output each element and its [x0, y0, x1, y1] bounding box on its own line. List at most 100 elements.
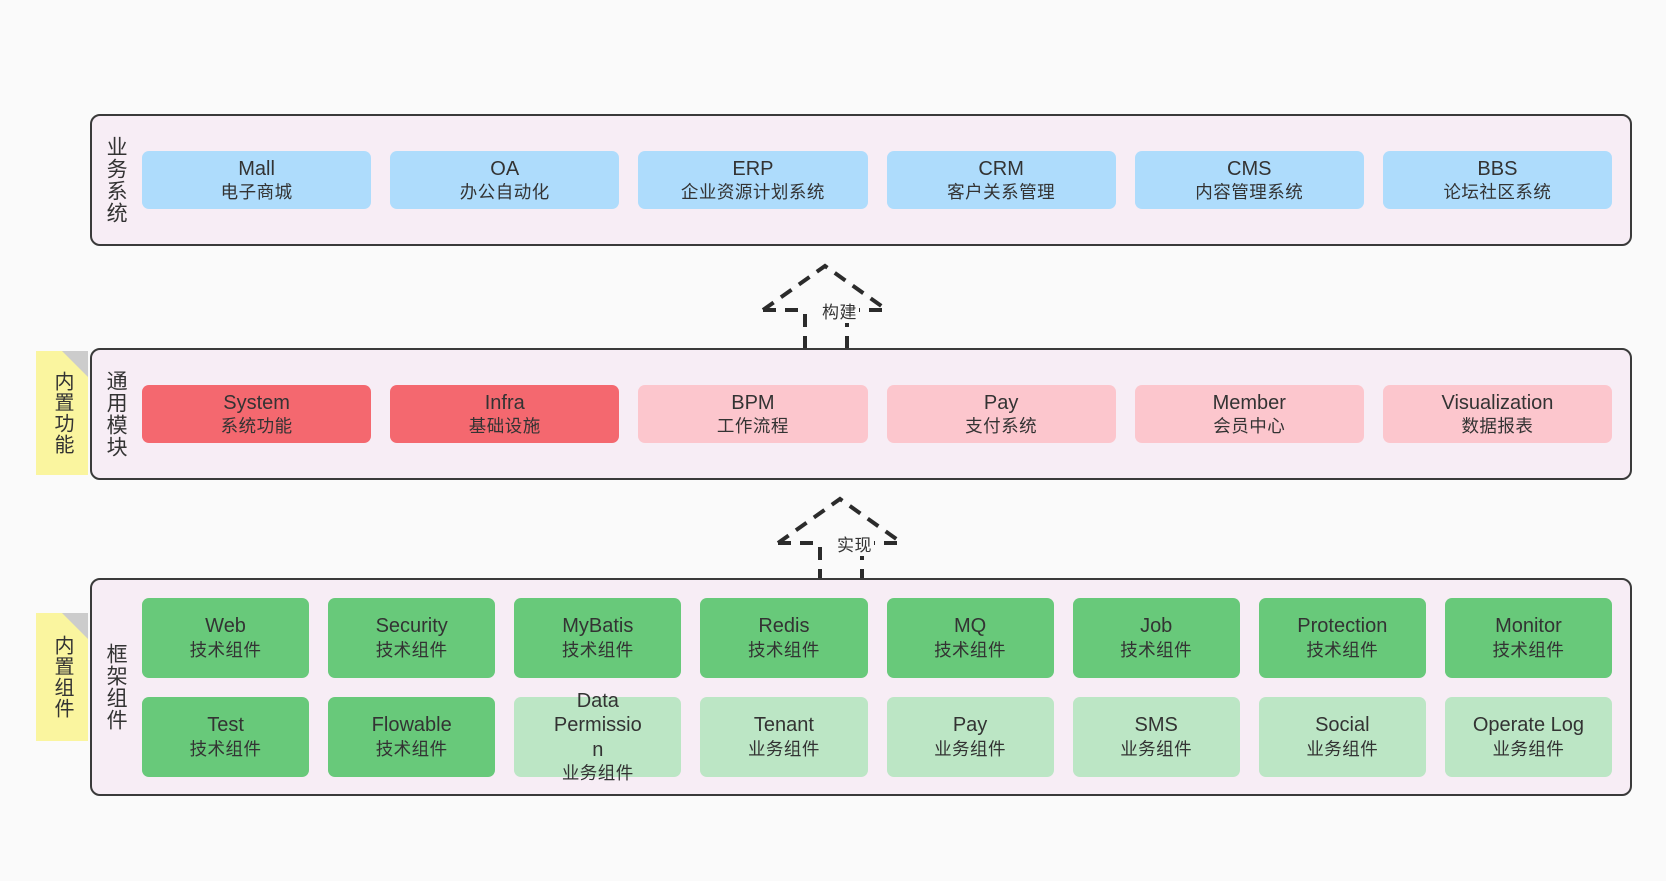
card-title: Pay	[983, 391, 1019, 414]
card-subtitle: 企业资源计划系统	[680, 182, 825, 203]
card-subtitle: 支付系统	[965, 416, 1038, 437]
card-job[interactable]: Job 技术组件	[1072, 597, 1240, 678]
card-operate-log[interactable]: Operate Log 业务组件	[1444, 696, 1612, 777]
layer-title-common-modules: 通用模块	[104, 370, 128, 458]
card-data-permission[interactable]: Data Permission 业务组件	[514, 690, 682, 783]
card-cms[interactable]: CMS 内容管理系统	[1134, 150, 1364, 210]
card-title: Infra	[484, 391, 525, 414]
note-fold-corner-icon	[62, 613, 88, 639]
card-title: Tenant	[753, 714, 814, 737]
card-title: Web	[205, 615, 246, 638]
layer-title-business-systems: 业务系统	[104, 136, 128, 224]
card-subtitle: 技术组件	[1306, 639, 1379, 660]
sticky-note-builtin-components: 内置组件	[36, 613, 88, 741]
connector-implement-label: 实现	[835, 531, 874, 556]
card-title: Monitor	[1495, 615, 1562, 638]
card-subtitle: 基础设施	[468, 416, 541, 437]
layer-body-common-modules: System 系统功能 Infra 基础设施 BPM 工作流程 Pay 支付系统…	[138, 350, 1630, 478]
card-title: System	[223, 391, 290, 414]
card-oa[interactable]: OA 办公自动化	[390, 150, 620, 210]
card-subtitle: 办公自动化	[459, 182, 550, 203]
card-bbs[interactable]: BBS 论坛社区系统	[1382, 150, 1613, 210]
card-title: OA	[490, 157, 520, 180]
card-infra[interactable]: Infra 基础设施	[390, 384, 620, 444]
card-subtitle: 业务组件	[1492, 738, 1565, 759]
card-monitor[interactable]: Monitor 技术组件	[1444, 597, 1612, 678]
card-bpm[interactable]: BPM 工作流程	[638, 384, 868, 444]
card-title: Protection	[1297, 615, 1388, 638]
card-pay-component[interactable]: Pay 业务组件	[886, 696, 1054, 777]
card-title: CMS	[1227, 157, 1272, 180]
card-mq[interactable]: MQ 技术组件	[886, 597, 1054, 678]
card-subtitle: 技术组件	[189, 738, 262, 759]
layer-framework-components: 框架组件 Web 技术组件 Security 技术组件 MyBatis 技术组件…	[90, 578, 1632, 796]
card-tenant[interactable]: Tenant 业务组件	[700, 696, 868, 777]
card-mall[interactable]: Mall 电子商城	[142, 150, 372, 210]
card-subtitle: 系统功能	[220, 416, 293, 437]
card-row: Web 技术组件 Security 技术组件 MyBatis 技术组件 Redi…	[142, 597, 1612, 678]
layer-body-business-systems: Mall 电子商城 OA 办公自动化 ERP 企业资源计划系统 CRM 客户关系…	[138, 116, 1630, 244]
card-row: System 系统功能 Infra 基础设施 BPM 工作流程 Pay 支付系统…	[142, 384, 1613, 444]
card-title: SMS	[1134, 714, 1178, 737]
card-title: ERP	[732, 157, 774, 180]
card-subtitle: 技术组件	[561, 639, 634, 660]
sticky-note-builtin-features: 内置功能	[36, 351, 88, 475]
card-redis[interactable]: Redis 技术组件	[700, 597, 868, 678]
layer-common-modules: 通用模块 System 系统功能 Infra 基础设施 BPM 工作流程 Pay…	[90, 348, 1632, 480]
card-title: BPM	[731, 391, 775, 414]
card-mybatis[interactable]: MyBatis 技术组件	[514, 597, 682, 678]
layer-body-framework-components: Web 技术组件 Security 技术组件 MyBatis 技术组件 Redi…	[138, 580, 1630, 794]
layer-title-framework-components: 框架组件	[104, 643, 128, 731]
card-subtitle: 技术组件	[375, 639, 448, 660]
card-title: MQ	[953, 615, 987, 638]
card-subtitle: 数据报表	[1461, 416, 1534, 437]
card-title: Social	[1315, 714, 1370, 737]
card-subtitle: 技术组件	[189, 639, 262, 660]
card-title: Member	[1212, 391, 1286, 414]
connector-build-label: 构建	[820, 298, 859, 323]
card-crm[interactable]: CRM 客户关系管理	[886, 150, 1116, 210]
card-subtitle: 技术组件	[747, 639, 820, 660]
connector-build: 构建	[753, 258, 903, 353]
card-title: Operate Log	[1472, 714, 1585, 737]
card-erp[interactable]: ERP 企业资源计划系统	[638, 150, 868, 210]
card-title: Redis	[758, 615, 810, 638]
card-title: Pay	[952, 714, 988, 737]
card-subtitle: 电子商城	[220, 182, 293, 203]
card-sms[interactable]: SMS 业务组件	[1072, 696, 1240, 777]
card-security[interactable]: Security 技术组件	[328, 597, 496, 678]
card-subtitle: 业务组件	[561, 763, 634, 784]
card-subtitle: 业务组件	[1306, 738, 1379, 759]
card-subtitle: 论坛社区系统	[1443, 182, 1552, 203]
sticky-note-label: 内置组件	[51, 635, 73, 719]
card-title: Visualization	[1441, 391, 1554, 414]
card-pay-module[interactable]: Pay 支付系统	[886, 384, 1116, 444]
card-subtitle: 业务组件	[1120, 738, 1193, 759]
note-fold-corner-icon	[62, 351, 88, 377]
card-row: Test 技术组件 Flowable 技术组件 Data Permission …	[142, 690, 1612, 783]
card-subtitle: 技术组件	[1120, 639, 1193, 660]
card-subtitle: 会员中心	[1213, 416, 1286, 437]
card-social[interactable]: Social 业务组件	[1258, 696, 1426, 777]
card-title: Job	[1140, 615, 1173, 638]
card-visualization[interactable]: Visualization 数据报表	[1382, 384, 1613, 444]
card-test[interactable]: Test 技术组件	[142, 696, 310, 777]
card-subtitle: 客户关系管理	[947, 182, 1056, 203]
card-title: Security	[375, 615, 448, 638]
card-subtitle: 技术组件	[934, 639, 1007, 660]
card-protection[interactable]: Protection 技术组件	[1258, 597, 1426, 678]
card-title: Mall	[238, 157, 275, 180]
card-subtitle: 技术组件	[375, 738, 448, 759]
card-system[interactable]: System 系统功能	[142, 384, 372, 444]
card-title: CRM	[978, 157, 1024, 180]
card-row: Mall 电子商城 OA 办公自动化 ERP 企业资源计划系统 CRM 客户关系…	[142, 150, 1613, 210]
card-subtitle: 工作流程	[716, 416, 789, 437]
card-subtitle: 内容管理系统	[1195, 182, 1304, 203]
card-flowable[interactable]: Flowable 技术组件	[328, 696, 496, 777]
card-web[interactable]: Web 技术组件	[142, 597, 310, 678]
card-title: Test	[207, 714, 244, 737]
connector-implement: 实现	[768, 491, 918, 586]
card-title: MyBatis	[562, 615, 634, 638]
card-member[interactable]: Member 会员中心	[1134, 384, 1364, 444]
